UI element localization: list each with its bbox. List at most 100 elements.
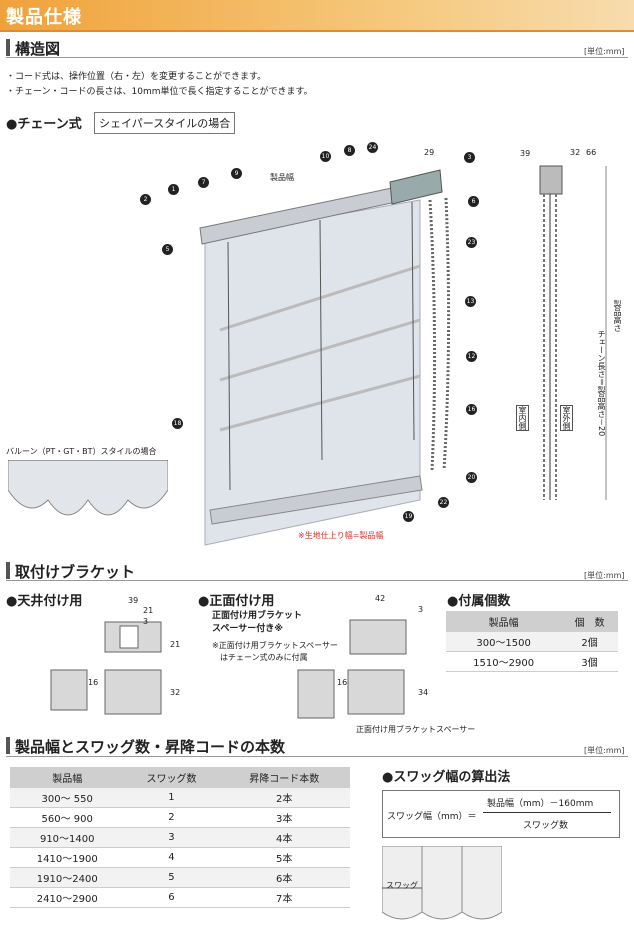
marker-24: 24: [367, 142, 378, 153]
marker-12: 12: [466, 351, 477, 362]
cell: 2410～2900: [10, 887, 125, 908]
cell: 6: [124, 887, 219, 908]
marker-1: 1: [168, 184, 179, 195]
cell: 910～1400: [10, 827, 125, 848]
lift-cord-1: [227, 241, 231, 491]
cell: 4: [124, 847, 219, 868]
formula-denominator: スワッグ数: [523, 821, 569, 831]
cell: 5: [124, 867, 219, 888]
cell: 3: [124, 827, 219, 848]
indoor-label: 室内側: [516, 405, 529, 431]
cell: 1910～2400: [10, 867, 125, 888]
product-height-label: 製品高さ: [613, 300, 622, 332]
cell: 2: [124, 807, 219, 828]
marker-6: 6: [468, 196, 479, 207]
dim-16b: 16: [337, 678, 348, 687]
dim-42: 42: [375, 594, 386, 603]
cell: 560～ 900: [10, 807, 125, 828]
chain-loop: [428, 199, 437, 471]
formula-numerator: 製品幅（mm）－160mm: [487, 799, 594, 809]
cell: 7本: [218, 887, 350, 908]
dim-3b: 3: [418, 605, 424, 614]
rod-2: [219, 318, 421, 382]
swag-unit: [単位:mm]: [584, 746, 625, 755]
title-bar: 製品仕様: [0, 0, 634, 30]
page-title: 製品仕様: [6, 7, 82, 28]
cell: 6本: [218, 867, 350, 888]
swag-header: スワッグ数: [124, 767, 219, 788]
chain-style-box: シェイパースタイルの場合: [94, 112, 236, 134]
balloon-label: バルーン（PT・GT・BT）スタイルの場合: [6, 447, 157, 456]
cell: 300～ 550: [10, 788, 125, 808]
formula-box: スワッグ幅（mm）＝ 製品幅（mm）－160mm スワッグ数: [382, 790, 620, 838]
front-title: ●正面付け用: [198, 594, 275, 609]
chain-length-label: チェーン長さ＝製品高さ－20: [597, 330, 606, 437]
note-1: ・コード式は、操作位置（右・左）を変更することができます。: [6, 72, 267, 82]
dim-16: 16: [88, 678, 99, 687]
dim-21v: 21: [170, 640, 181, 649]
marker-10: 10: [320, 151, 331, 162]
balloon-diagram: [8, 460, 168, 516]
count-header: 製品幅: [446, 611, 562, 632]
count-title: ●付属個数: [447, 594, 511, 609]
cell: 1510～2900: [446, 651, 562, 672]
lift-cord-2: [319, 219, 323, 461]
rod-1: [219, 264, 421, 332]
count-header: 個 数: [561, 611, 618, 632]
ceiling-title: ●天井付け用: [6, 594, 83, 609]
marker-8: 8: [344, 145, 355, 156]
marker-19: 19: [403, 511, 414, 522]
chain-box: [389, 169, 443, 205]
dim-34: 34: [418, 688, 429, 697]
marker-5: 5: [162, 244, 173, 255]
cell: 4本: [218, 827, 350, 848]
swag-header: 昇降コード本数: [218, 767, 350, 788]
dim-3: 3: [143, 617, 149, 626]
structure-heading: 構造図: [15, 40, 61, 58]
cell: 3本: [218, 807, 350, 828]
dim-39: 39: [520, 149, 531, 158]
outdoor-label: 室外側: [560, 405, 573, 431]
front-sub-1: 正面付け用ブラケット: [212, 611, 303, 621]
side-head: [539, 165, 563, 195]
swag-header: 製品幅: [10, 767, 125, 788]
marker-18: 18: [172, 418, 183, 429]
calc-title: ●スワッグ幅の算出法: [382, 770, 511, 785]
section-marker: [6, 562, 10, 579]
marker-23: 23: [466, 237, 477, 248]
structure-diagram: [199, 169, 451, 546]
red-note: ※生地仕上り幅=製品幅: [298, 531, 384, 540]
fraction-line: [483, 812, 611, 813]
title-underline: [0, 30, 634, 32]
front-bracket-diagram: [297, 619, 407, 719]
dim-32: 32: [570, 148, 581, 157]
cell: 5本: [218, 847, 350, 868]
marker-13: 13: [465, 296, 476, 307]
marker-20: 20: [466, 472, 477, 483]
cell: 2個: [561, 632, 618, 652]
swag-diagram: [382, 846, 502, 920]
dim-29: 29: [424, 148, 435, 157]
chain-label: ●チェーン式: [6, 117, 82, 132]
bottom-bar: [209, 475, 423, 525]
dim-66: 66: [586, 148, 597, 157]
cell: 2本: [218, 788, 350, 808]
cell: 1410～1900: [10, 847, 125, 868]
swag-heading: 製品幅とスワッグ数・昇降コードの本数: [15, 738, 286, 756]
dim-39b: 39: [128, 596, 139, 605]
bracket-unit: [単位:mm]: [584, 571, 625, 580]
front-sub-2: スペーサー付き※: [212, 624, 283, 634]
swag-label: スワッグ: [386, 881, 418, 890]
chain-loop-2: [442, 197, 451, 471]
side-view-diagram: [539, 165, 607, 500]
marker-16: 16: [466, 404, 477, 415]
